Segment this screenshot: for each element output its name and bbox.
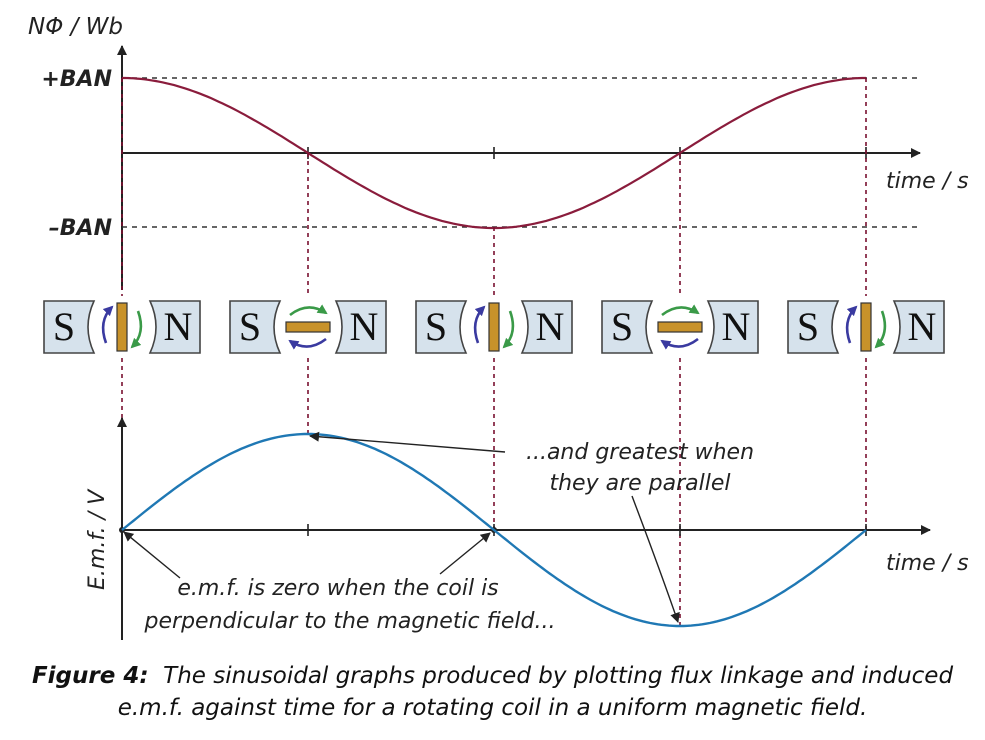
- rotation-arrow: [874, 310, 887, 349]
- emf-ylabel: E.m.f. / V: [85, 488, 110, 590]
- figure-caption: Figure 4: The sinusoidal graphs produced…: [0, 660, 985, 724]
- annotation-zero-arrow-start: [123, 531, 181, 579]
- annotation-max-arrow-trough: [631, 495, 680, 623]
- flux-ylabel: NΦ / Wb: [28, 14, 123, 40]
- emf-xlabel: time / s: [886, 551, 969, 576]
- annotation-zero-line2: perpendicular to the magnetic field...: [144, 609, 556, 634]
- south-label: S: [611, 304, 633, 349]
- south-label: S: [425, 304, 447, 349]
- annotation-zero-line1: e.m.f. is zero when the coil is: [177, 576, 498, 601]
- north-magnet: [892, 300, 945, 354]
- coil-bar: [116, 302, 128, 352]
- emf-curve: [121, 432, 867, 628]
- north-label: N: [164, 304, 193, 349]
- flux-min-label: –BAN: [49, 216, 112, 241]
- north-label: N: [908, 304, 937, 349]
- annotation-zero-arrow-mid: [439, 532, 491, 575]
- annotation-max-line1: ...and greatest when: [526, 440, 754, 465]
- rotation-arrow: [101, 305, 114, 344]
- south-magnet: [787, 300, 840, 354]
- south-label: S: [797, 304, 819, 349]
- caption-text: The sinusoidal graphs produced by plotti…: [117, 663, 954, 721]
- rotation-arrow: [661, 304, 700, 317]
- rotation-arrow: [845, 305, 858, 344]
- north-magnet: [706, 300, 759, 354]
- north-magnet: [148, 300, 201, 354]
- rotation-arrow: [289, 304, 328, 317]
- annotation-max-line2: they are parallel: [549, 471, 730, 496]
- north-label: N: [722, 304, 751, 349]
- north-label: N: [536, 304, 565, 349]
- rotation-arrow: [660, 337, 699, 350]
- north-magnet: [520, 300, 573, 354]
- annotation-max-arrow-peak: [309, 431, 506, 453]
- coil-bar: [657, 321, 703, 333]
- rotation-arrow: [130, 310, 143, 349]
- south-label: S: [239, 304, 261, 349]
- caption-prefix: Figure 4:: [31, 663, 149, 689]
- coil-bar: [860, 302, 872, 352]
- rotation-arrow: [502, 310, 515, 349]
- rotation-arrow: [473, 305, 486, 344]
- south-magnet: [415, 300, 468, 354]
- vertical-guides: [121, 78, 867, 626]
- south-magnet: [229, 300, 282, 354]
- coil-bar: [285, 321, 331, 333]
- north-magnet: [334, 300, 387, 354]
- south-magnet: [601, 300, 654, 354]
- flux-max-label: +BAN: [41, 67, 112, 92]
- south-label: S: [53, 304, 75, 349]
- rotation-arrow: [288, 337, 327, 350]
- north-label: N: [350, 304, 379, 349]
- flux-xlabel: time / s: [886, 169, 969, 194]
- south-magnet: [43, 300, 96, 354]
- coil-bar: [488, 302, 500, 352]
